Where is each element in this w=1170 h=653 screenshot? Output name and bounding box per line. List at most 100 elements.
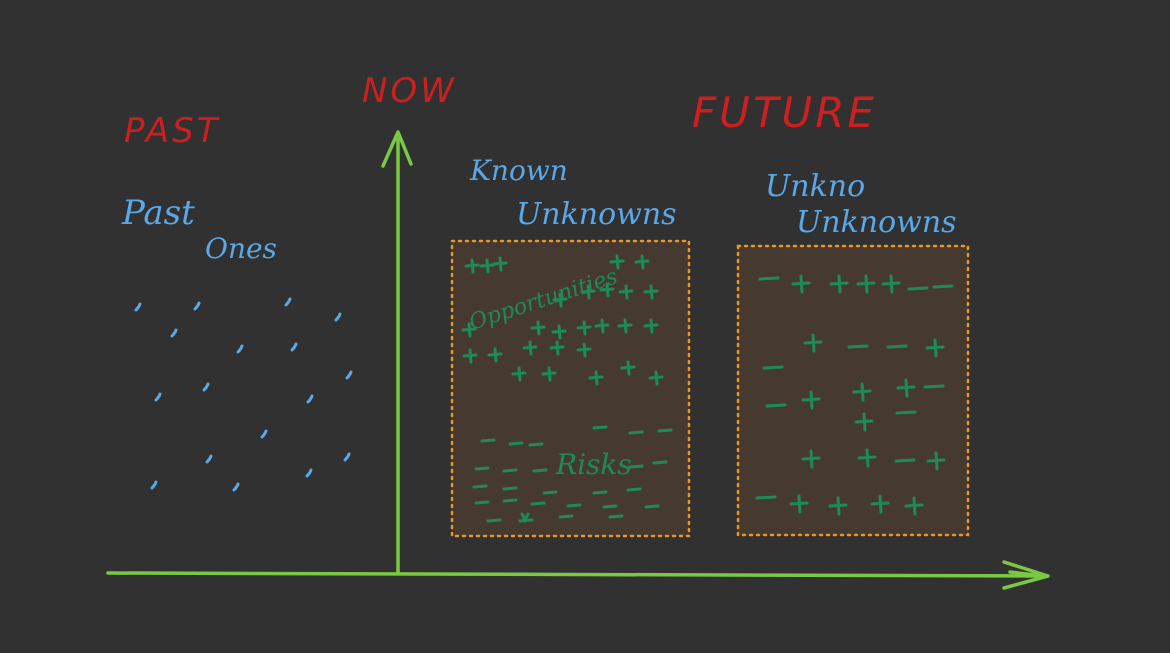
plus-mark: [522, 340, 538, 356]
plus-mark: [549, 340, 565, 356]
minus-mark: [602, 504, 618, 509]
plus-mark: [576, 342, 592, 358]
minus-mark: [644, 504, 660, 509]
plus-mark: [801, 390, 821, 410]
plus-mark: [552, 292, 568, 308]
past-dot: [260, 429, 268, 439]
past-ones-dots: [134, 297, 353, 492]
known-unknowns-label-line2: Unknowns: [516, 197, 677, 232]
now-heading: NOW: [362, 71, 457, 111]
plus-mark: [487, 347, 503, 363]
minus-mark: [608, 514, 624, 519]
minus-mark: [502, 498, 518, 503]
past-dot: [170, 328, 178, 338]
plus-mark: [926, 451, 946, 471]
unknown-unknowns-marks: [755, 274, 954, 516]
minus-mark: [528, 442, 544, 447]
past-dot: [236, 344, 244, 354]
plus-mark: [609, 254, 625, 270]
plus-mark: [896, 378, 916, 398]
minus-mark: [592, 425, 608, 430]
time-axis: [106, 560, 1050, 590]
minus-mark: [758, 276, 780, 281]
past-dot: [193, 301, 201, 311]
minus-mark: [592, 490, 608, 495]
minus-mark: [502, 486, 518, 491]
minus-mark: [762, 365, 784, 370]
minus-mark: [895, 410, 917, 415]
past-ones-label-line1: Past: [121, 193, 195, 233]
plus-mark: [791, 274, 811, 294]
plus-mark: [464, 258, 480, 274]
minus-mark: [508, 441, 524, 446]
past-dot: [154, 392, 162, 402]
past-dot: [334, 312, 342, 322]
risks-label: Risks: [555, 448, 632, 481]
minus-mark: [657, 428, 673, 433]
plus-mark: [511, 366, 527, 382]
minus-mark: [886, 344, 908, 349]
squiggle-mark: [520, 512, 530, 524]
plus-mark: [551, 324, 567, 340]
plus-mark: [530, 320, 546, 336]
past-heading: PAST: [124, 111, 220, 151]
minus-mark: [628, 464, 644, 469]
minus-mark: [932, 284, 954, 289]
minus-mark: [923, 384, 945, 389]
plus-mark: [617, 318, 633, 334]
unknown-unknowns-box: [736, 244, 970, 537]
unknown-unknowns-label-line2: Unknowns: [796, 205, 957, 240]
plus-mark: [620, 360, 636, 376]
minus-mark: [765, 403, 787, 408]
plus-mark: [881, 274, 901, 294]
minus-mark: [847, 344, 869, 349]
plus-mark: [599, 282, 615, 298]
plus-mark: [580, 284, 596, 300]
minus-mark: [474, 466, 490, 471]
plus-mark: [479, 258, 495, 274]
past-dot: [134, 302, 142, 312]
plus-mark: [618, 284, 634, 300]
plus-mark: [541, 366, 557, 382]
plus-mark: [461, 322, 477, 338]
minus-mark: [652, 460, 668, 465]
past-dot: [284, 297, 292, 307]
minus-mark: [558, 514, 574, 519]
plus-mark: [854, 412, 874, 432]
minus-mark: [480, 438, 496, 443]
plus-mark: [588, 370, 604, 386]
past-dot: [290, 342, 298, 352]
plus-mark: [789, 494, 809, 514]
plus-mark: [852, 382, 872, 402]
plus-mark: [648, 370, 664, 386]
plus-mark: [576, 320, 592, 336]
plus-mark: [829, 274, 849, 294]
minus-mark: [486, 518, 502, 523]
now-axis: [381, 130, 413, 575]
plus-mark: [643, 318, 659, 334]
minus-mark: [628, 430, 644, 435]
plus-mark: [857, 448, 877, 468]
plus-mark: [594, 318, 610, 334]
plus-mark: [856, 274, 876, 294]
past-dot: [305, 468, 313, 478]
minus-mark: [755, 495, 777, 500]
plus-mark: [925, 338, 945, 358]
past-dot: [202, 382, 210, 392]
known-unknowns-marks: [461, 254, 673, 524]
unknown-unknowns-label-line1: Unkno: [765, 169, 865, 204]
plus-mark: [643, 284, 659, 300]
minus-mark: [626, 487, 642, 492]
plus-mark: [462, 348, 478, 364]
past-dot: [306, 394, 314, 404]
plus-mark: [801, 449, 821, 469]
minus-mark: [542, 490, 558, 495]
plus-mark: [904, 496, 924, 516]
past-dot: [343, 452, 351, 462]
minus-mark: [566, 503, 582, 508]
plus-mark: [870, 494, 890, 514]
minus-mark: [474, 500, 490, 505]
known-unknowns-label-line1: Known: [469, 154, 568, 187]
